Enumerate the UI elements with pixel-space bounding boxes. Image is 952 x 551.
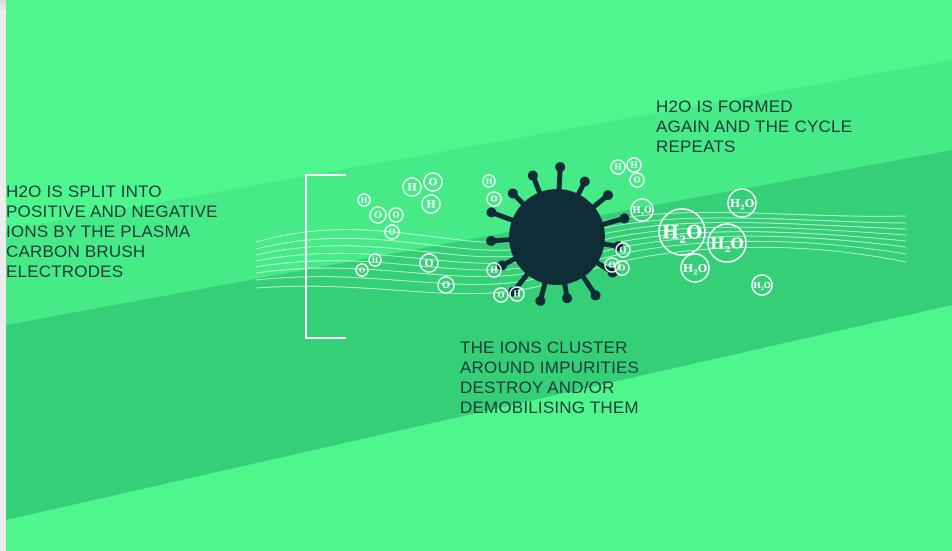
svg-text:H2O: H2O	[710, 234, 743, 254]
ion-circle-icon: H	[368, 253, 382, 267]
water-molecule: H2O	[751, 274, 773, 296]
ion-circle-icon: O	[423, 172, 443, 192]
svg-text:H: H	[372, 256, 379, 264]
svg-text:H: H	[426, 198, 436, 210]
svg-text:O: O	[374, 210, 382, 221]
ion-circle-icon: O	[614, 260, 630, 276]
svg-text:H: H	[407, 181, 417, 193]
ion-circle-icon: H	[482, 174, 496, 188]
water-molecule: H2O	[727, 188, 757, 218]
svg-text:H2O: H2O	[662, 222, 702, 246]
ion-circle-icon: H	[610, 159, 626, 175]
ion-circle-icon: O	[493, 287, 509, 303]
caption-line: IONS BY THE PLASMA	[6, 222, 191, 241]
water-molecule: H2O	[707, 223, 747, 263]
svg-text:O: O	[428, 176, 437, 188]
svg-text:H: H	[614, 162, 622, 172]
caption-line: REPEATS	[656, 137, 736, 156]
svg-text:O: O	[490, 194, 497, 204]
water-molecule: H2O	[630, 198, 654, 222]
caption-line: THE IONS CLUSTER	[460, 338, 628, 357]
background-band-mid	[6, 60, 952, 325]
caption-line: ELECTRODES	[6, 262, 124, 281]
ion-circle-icon: O	[486, 191, 502, 207]
ion-circle-icon: O	[355, 263, 369, 277]
background-band-light	[6, 305, 952, 551]
svg-text:H2O: H2O	[683, 261, 708, 277]
caption-cluster: THE IONS CLUSTER AROUND IMPURITIES DESTR…	[460, 338, 639, 418]
ion-circle-icon: O	[604, 257, 620, 273]
ion-circle-icon: O	[629, 172, 645, 188]
ion-circle-icon: O	[419, 253, 439, 273]
caption-line: H2O IS FORMED	[656, 97, 793, 116]
svg-text:O: O	[392, 210, 399, 220]
svg-text:H: H	[486, 177, 493, 185]
svg-text:H2O: H2O	[632, 206, 652, 217]
svg-text:O: O	[388, 227, 395, 237]
svg-text:O: O	[633, 175, 640, 185]
ion-circle-icon: H	[402, 177, 422, 197]
ion-circle-icon: O	[388, 207, 404, 223]
ion-circle-icon: O	[437, 276, 455, 294]
caption-line: POSITIVE AND NEGATIVE	[6, 202, 218, 221]
background-bands	[6, 0, 952, 551]
ion-circle-icon: O	[384, 224, 400, 240]
caption-split: H2O IS SPLIT INTO POSITIVE AND NEGATIVE …	[6, 182, 218, 282]
svg-text:H: H	[513, 289, 521, 299]
ion-circle-icon: H	[486, 262, 502, 278]
caption-formed: H2O IS FORMED AGAIN AND THE CYCLE REPEAT…	[656, 97, 852, 157]
svg-text:H: H	[361, 196, 368, 204]
svg-text:H2O: H2O	[730, 196, 755, 212]
bracket-icon	[305, 174, 346, 339]
caption-line: H2O IS SPLIT INTO	[6, 182, 162, 201]
caption-line: CARBON BRUSH	[6, 242, 146, 261]
svg-text:O: O	[608, 260, 615, 270]
ion-circle-icon: H	[509, 286, 525, 302]
svg-text:O: O	[359, 266, 365, 274]
caption-line: DEMOBILISING THEM	[460, 398, 639, 417]
svg-text:O: O	[619, 245, 626, 255]
svg-text:O: O	[424, 257, 433, 269]
svg-text:O: O	[618, 263, 625, 273]
svg-text:H2O: H2O	[753, 280, 771, 292]
ion-circle-icon: H	[357, 193, 371, 207]
water-molecule: H2O	[658, 208, 706, 256]
ion-circle-icon: H	[626, 157, 642, 173]
caption-line: AGAIN AND THE CYCLE	[656, 117, 853, 136]
svg-text:H: H	[630, 160, 638, 170]
ion-circle-icon: H	[421, 194, 441, 214]
caption-line: DESTROY AND/OR	[460, 378, 615, 397]
ion-circle-icon: O	[369, 206, 387, 224]
water-molecule: H2O	[680, 253, 710, 283]
caption-line: AROUND IMPURITIES	[460, 358, 640, 377]
svg-text:H: H	[490, 265, 498, 275]
svg-text:O: O	[442, 280, 450, 291]
svg-text:O: O	[497, 290, 504, 300]
ion-circle-icon: O	[615, 242, 631, 258]
